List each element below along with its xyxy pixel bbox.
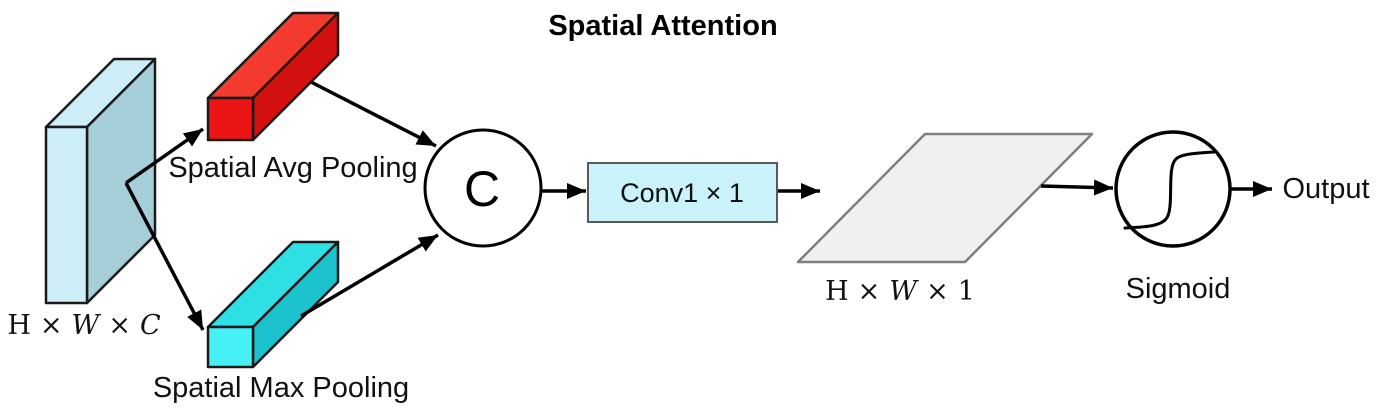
- feature-map-dims-label: H×W×1: [825, 276, 975, 307]
- sigmoid-node: Sigmoid: [1114, 130, 1232, 305]
- max-pool-bar: [206, 240, 340, 369]
- arrow-input-to-max-pool: [124, 182, 205, 331]
- output-label: Output: [1282, 173, 1369, 205]
- conv-label: Conv1 × 1: [620, 178, 744, 208]
- max-pool-bar-front-face: [206, 325, 255, 369]
- arrow-max-to-concat: [300, 233, 439, 318]
- sigmoid-label: Sigmoid: [1126, 273, 1231, 305]
- diagram-title: Spatial Attention: [548, 10, 777, 42]
- avg-pool-label: Spatial Avg Pooling: [168, 152, 417, 184]
- conv-rect: [587, 162, 778, 223]
- feature-map: [796, 132, 1094, 264]
- arrow-avg-to-concat: [310, 80, 437, 148]
- avg-pool-bar-front-face: [206, 96, 255, 142]
- concat-symbol: C: [464, 161, 500, 217]
- arrow-map-to-sigmoid: [1040, 179, 1114, 196]
- max-pool-label: Spatial Max Pooling: [153, 372, 409, 404]
- sigmoid-circle: [1114, 130, 1232, 248]
- sigmoid-curve-icon: [1123, 150, 1216, 230]
- input-tensor-front-face: [44, 125, 89, 305]
- input-dims-label: H×W×C: [7, 310, 161, 341]
- avg-pool-bar: [206, 11, 340, 142]
- concat-circle: [423, 128, 543, 248]
- input-tensor-block: [44, 57, 157, 305]
- conv-box: Conv1 × 1: [587, 162, 778, 223]
- concat-node: C: [423, 128, 543, 248]
- arrow-input-to-avg-pool: [124, 127, 205, 185]
